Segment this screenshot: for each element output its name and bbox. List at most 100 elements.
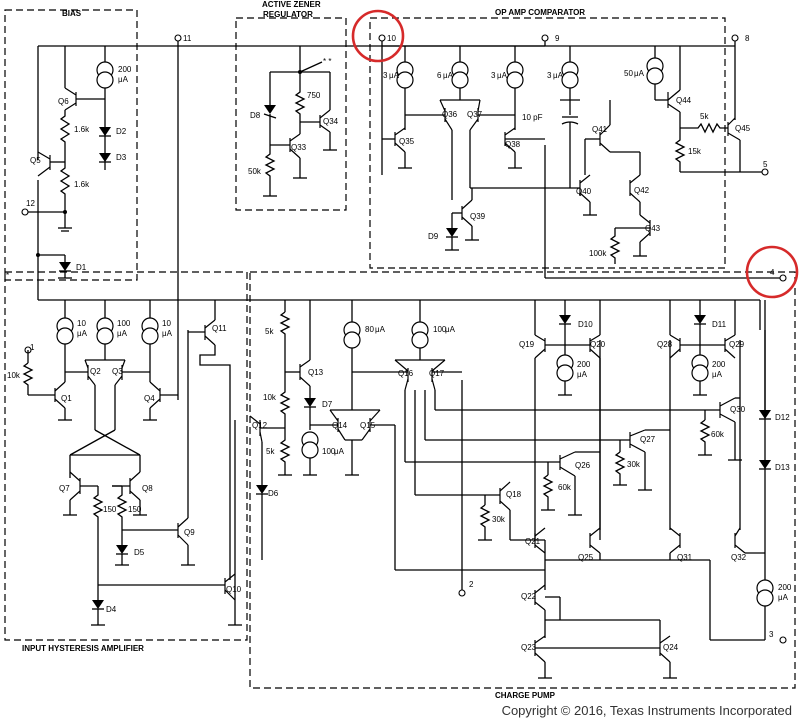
q41-label: Q41 — [592, 125, 608, 134]
q10-label: Q10 — [226, 585, 242, 594]
res-1k6a-label: 1.6k — [74, 125, 90, 134]
pin-8-label: 8 — [745, 34, 750, 43]
pin-10-label: 10 — [387, 34, 396, 43]
pin-9-label: 9 — [555, 34, 560, 43]
resistor-60k-26 — [542, 474, 554, 510]
res-15k-label: 15k — [688, 147, 702, 156]
q8-label: Q8 — [142, 484, 153, 493]
zener-subtitle: REGULATOR — [263, 10, 313, 19]
q9-label: Q9 — [184, 528, 195, 537]
q25-label: Q25 — [578, 553, 594, 562]
diode-d13-label: D13 — [775, 463, 790, 472]
pin-2 — [458, 589, 466, 597]
src-200ua-19: 200 — [577, 360, 591, 369]
diode-d5-label: D5 — [134, 548, 145, 557]
pin-2-label: 2 — [469, 580, 474, 589]
svg-text:μA: μA — [553, 71, 564, 80]
q4-label: Q4 — [144, 394, 155, 403]
q35-label: Q35 — [399, 137, 415, 146]
src-3ua-a: 3 — [383, 71, 388, 80]
q18-label: Q18 — [506, 490, 522, 499]
diode-d4-symbol — [92, 600, 104, 609]
q27-label: Q27 — [640, 435, 656, 444]
diode-d8-symbol — [264, 105, 276, 114]
q24-label: Q24 — [663, 643, 679, 652]
diode-d11-label: D11 — [712, 320, 727, 329]
pin-3 — [779, 636, 787, 644]
opamp-title: OP AMP COMPARATOR — [495, 8, 585, 17]
q28-label: Q28 — [657, 340, 673, 349]
diode-d10-symbol — [559, 315, 571, 324]
q15-label: Q15 — [360, 421, 376, 430]
src-6ua: 6 — [437, 71, 442, 80]
resistor-150-a — [92, 486, 104, 585]
resistor-50k — [264, 150, 276, 196]
diode-d1-symbol — [59, 262, 71, 271]
src-80ua: 80 — [365, 325, 374, 334]
src-100ua-13: 100 — [322, 447, 336, 456]
q42-label: Q42 — [634, 186, 650, 195]
diode-d9-symbol — [446, 228, 458, 237]
diode-d8-label: D8 — [250, 111, 261, 120]
resistor-5k-44 — [680, 122, 728, 134]
src-3ua-b: 3 — [491, 71, 496, 80]
diode-d3-label: D3 — [116, 153, 127, 162]
q33-label: Q33 — [291, 143, 307, 152]
double-star-note: * * — [323, 57, 331, 66]
diode-d11-symbol — [694, 315, 706, 324]
hysteresis-circuit: 10 μA 100 μA 10 μA 10k Q1 Q2 Q3 — [7, 300, 242, 626]
pump-block — [249, 271, 796, 689]
svg-text:μA: μA — [577, 370, 588, 379]
diode-d13-symbol — [759, 460, 771, 469]
pump-title: CHARGE PUMP — [495, 691, 556, 700]
svg-text:μA: μA — [117, 329, 128, 338]
bias-source-unit: μA — [118, 75, 129, 84]
diode-d12-label: D12 — [775, 413, 790, 422]
src-100ua-h: 100 — [117, 319, 131, 328]
hyst-block — [4, 271, 248, 641]
pin-8 — [731, 34, 739, 42]
q12-label: Q12 — [252, 421, 268, 430]
q7-label: Q7 — [59, 484, 70, 493]
resistor-100k — [609, 228, 621, 264]
resistor-10k-in — [22, 362, 34, 395]
q11-label: Q11 — [212, 324, 227, 333]
bias-block — [4, 9, 138, 281]
pump-left-circuit: 5k 10k 5k Q12 D6 Q13 D7 100 μA — [249, 300, 545, 571]
resistor-5k-a — [279, 311, 291, 338]
svg-text:μA: μA — [634, 69, 645, 78]
resistor-750 — [294, 90, 306, 118]
highlight-pin-10 — [351, 9, 405, 63]
pin-4 — [779, 274, 787, 282]
resistor-30k-27 — [614, 451, 626, 485]
diode-d7-label: D7 — [322, 400, 333, 409]
res-50k-label: 50k — [248, 167, 262, 176]
src-50ua: 50 — [624, 69, 633, 78]
src-10ua-a: 10 — [77, 319, 86, 328]
hyst-title: INPUT HYSTERESIS AMPLIFIER — [22, 644, 144, 653]
src-200ua-32: 200 — [778, 583, 792, 592]
q13-label: Q13 — [308, 368, 324, 377]
pin-11-label: 11 — [183, 34, 192, 43]
bias-source-value: 200 — [118, 65, 132, 74]
pin-12 — [21, 208, 29, 216]
diode-d10-label: D10 — [578, 320, 593, 329]
pin-9 — [541, 34, 549, 42]
diode-d3-symbol — [99, 153, 111, 162]
src-100ua-16: 100 — [433, 325, 447, 334]
res-150b-label: 150 — [128, 505, 142, 514]
pin-12-label: 12 — [26, 199, 35, 208]
copyright-notice: Copyright © 2016, Texas Instruments Inco… — [501, 703, 792, 718]
svg-text:μA: μA — [334, 447, 345, 456]
q23-label: Q23 — [521, 643, 537, 652]
diode-d4-label: D4 — [106, 605, 117, 614]
res-5k-b-label: 5k — [266, 447, 275, 456]
pin-1-label: 1 — [30, 343, 35, 352]
q43-label: Q43 — [645, 224, 661, 233]
pump-right-circuit: D10 Q19 Q20 200 μA D11 Q28 — [519, 300, 792, 607]
q3-label: Q3 — [112, 367, 123, 376]
q19-label: Q19 — [519, 340, 535, 349]
diode-d2-label: D2 — [116, 127, 127, 136]
q14-label: Q14 — [332, 421, 348, 430]
src-10ua-b: 10 — [162, 319, 171, 328]
